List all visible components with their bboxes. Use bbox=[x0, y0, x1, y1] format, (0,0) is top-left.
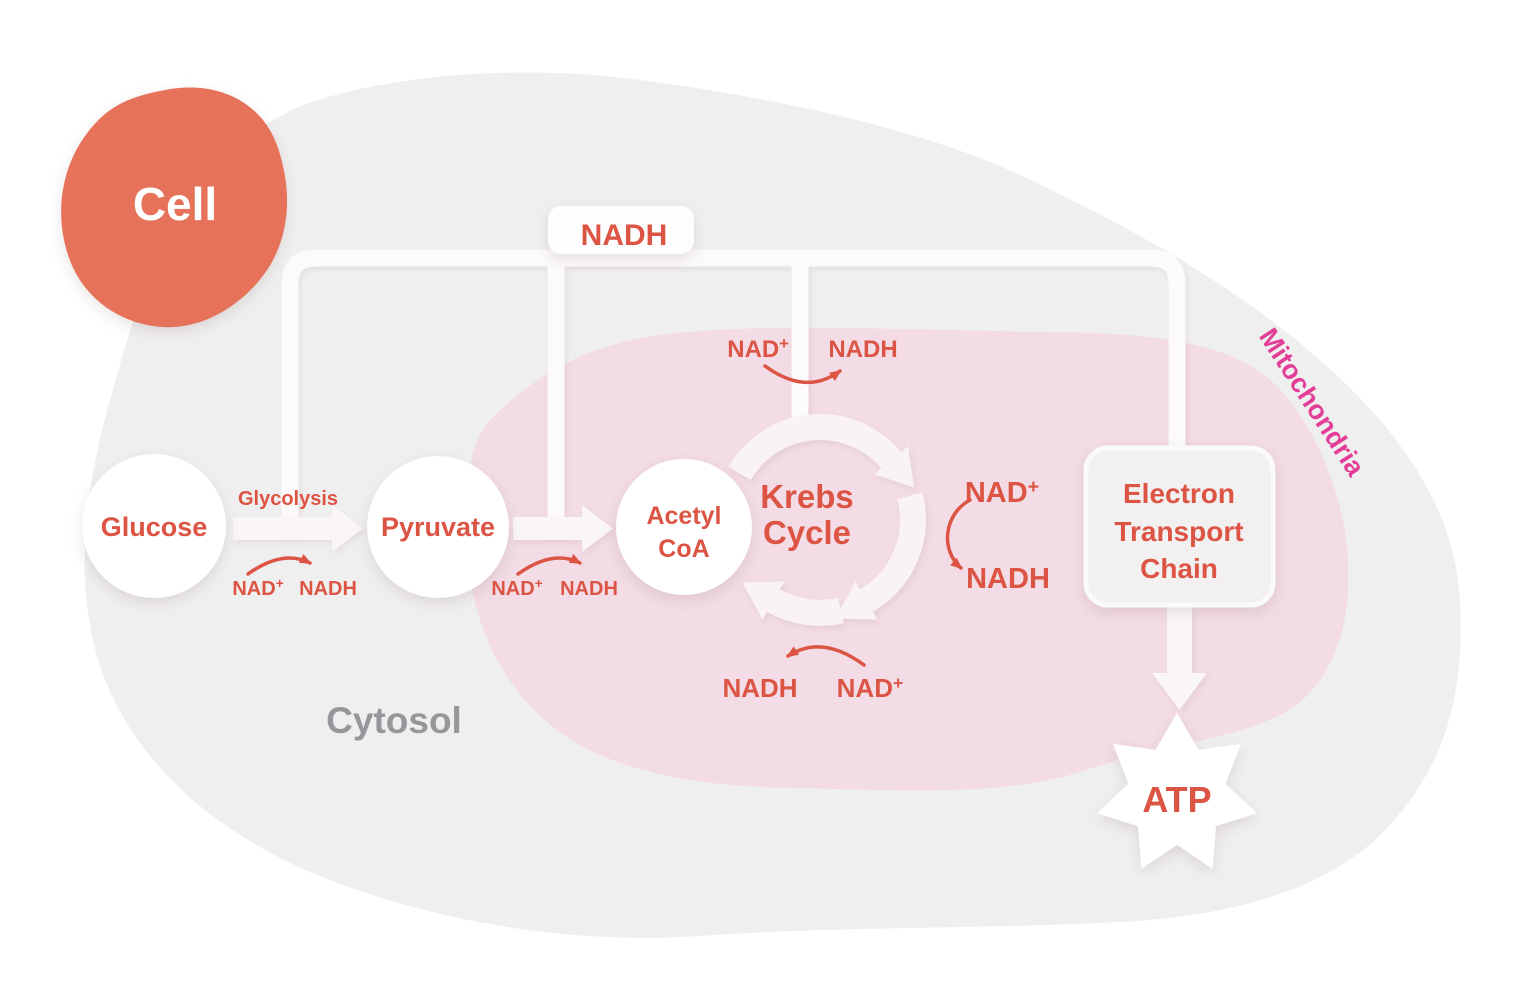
etc-to-atp-arrow bbox=[1152, 607, 1207, 710]
krebs-cycle-label-line2: Cycle bbox=[763, 514, 851, 551]
krebs-bottom-nadh-label: NADH bbox=[722, 673, 797, 703]
acetyl-coa-circle bbox=[616, 459, 752, 595]
glycolysis-nad-plus-label: NAD+ bbox=[232, 576, 283, 600]
krebs-right-nadh-label: NADH bbox=[966, 563, 1050, 595]
nad-conversion-krebs-bottom: NADH NAD+ bbox=[722, 645, 904, 703]
pyruvate-to-acetyl-arrow bbox=[513, 505, 613, 552]
nadh-collector-lines bbox=[281, 249, 1186, 535]
nad-conversion-krebs-right: NAD+ NADH bbox=[945, 476, 1050, 595]
krebs-right-nad-arrow bbox=[945, 498, 972, 570]
nadh-collector-label: NADH bbox=[581, 219, 668, 252]
glucose-label: Glucose bbox=[101, 512, 208, 542]
glycolysis-label: Glycolysis bbox=[238, 488, 338, 510]
pyruvate-label: Pyruvate bbox=[381, 512, 495, 542]
pyruvate-nadh-label: NADH bbox=[560, 578, 618, 600]
krebs-bottom-nad-plus-label: NAD+ bbox=[837, 673, 904, 703]
etc-label-line3: Chain bbox=[1140, 553, 1218, 584]
acetyl-coa-label-line2: CoA bbox=[658, 535, 709, 563]
krebs-cycle-node: Krebs Cycle bbox=[760, 478, 854, 551]
krebs-top-nadh-label: NADH bbox=[828, 336, 897, 363]
krebs-top-nad-plus-label: NAD+ bbox=[727, 335, 789, 363]
cell-blob bbox=[61, 87, 288, 328]
etc-label-line2: Transport bbox=[1114, 516, 1243, 547]
nadh-collector-box: NADH bbox=[548, 206, 694, 254]
glycolysis-arrow bbox=[233, 505, 363, 552]
cell-region-tag: Cell bbox=[61, 87, 288, 328]
krebs-top-nad-arrow bbox=[763, 364, 842, 384]
nad-conversion-krebs-top: NAD+ NADH bbox=[727, 335, 898, 384]
krebs-cycle-label-line1: Krebs bbox=[760, 478, 854, 515]
electron-transport-chain-node: Electron Transport Chain bbox=[1083, 445, 1276, 608]
krebs-bottom-nad-arrow bbox=[786, 645, 866, 667]
acetyl-coa-label-line1: Acetyl bbox=[646, 502, 721, 530]
nad-conversion-glycolysis: NAD+ NADH bbox=[232, 553, 357, 600]
glucose-circle bbox=[82, 454, 226, 598]
krebs-cycle-ring bbox=[728, 414, 926, 626]
cell-label: Cell bbox=[133, 178, 217, 230]
atp-label: ATP bbox=[1142, 779, 1211, 820]
glycolysis-nadh-label: NADH bbox=[299, 578, 357, 600]
atp-star bbox=[1097, 713, 1257, 869]
nad-conversion-pyruvate-oxidation: NAD+ NADH bbox=[491, 553, 618, 600]
etc-label-line1: Electron bbox=[1123, 478, 1235, 509]
pyruvate-nad-plus-label: NAD+ bbox=[491, 576, 542, 600]
atp-node: ATP bbox=[1097, 713, 1257, 869]
glycolysis-nad-arrow bbox=[246, 553, 312, 576]
krebs-right-nad-plus-label: NAD+ bbox=[965, 476, 1039, 509]
pyruvate-circle bbox=[367, 456, 509, 598]
pyruvate-nad-arrow bbox=[516, 553, 582, 576]
cytosol-label: Cytosol bbox=[326, 700, 462, 741]
